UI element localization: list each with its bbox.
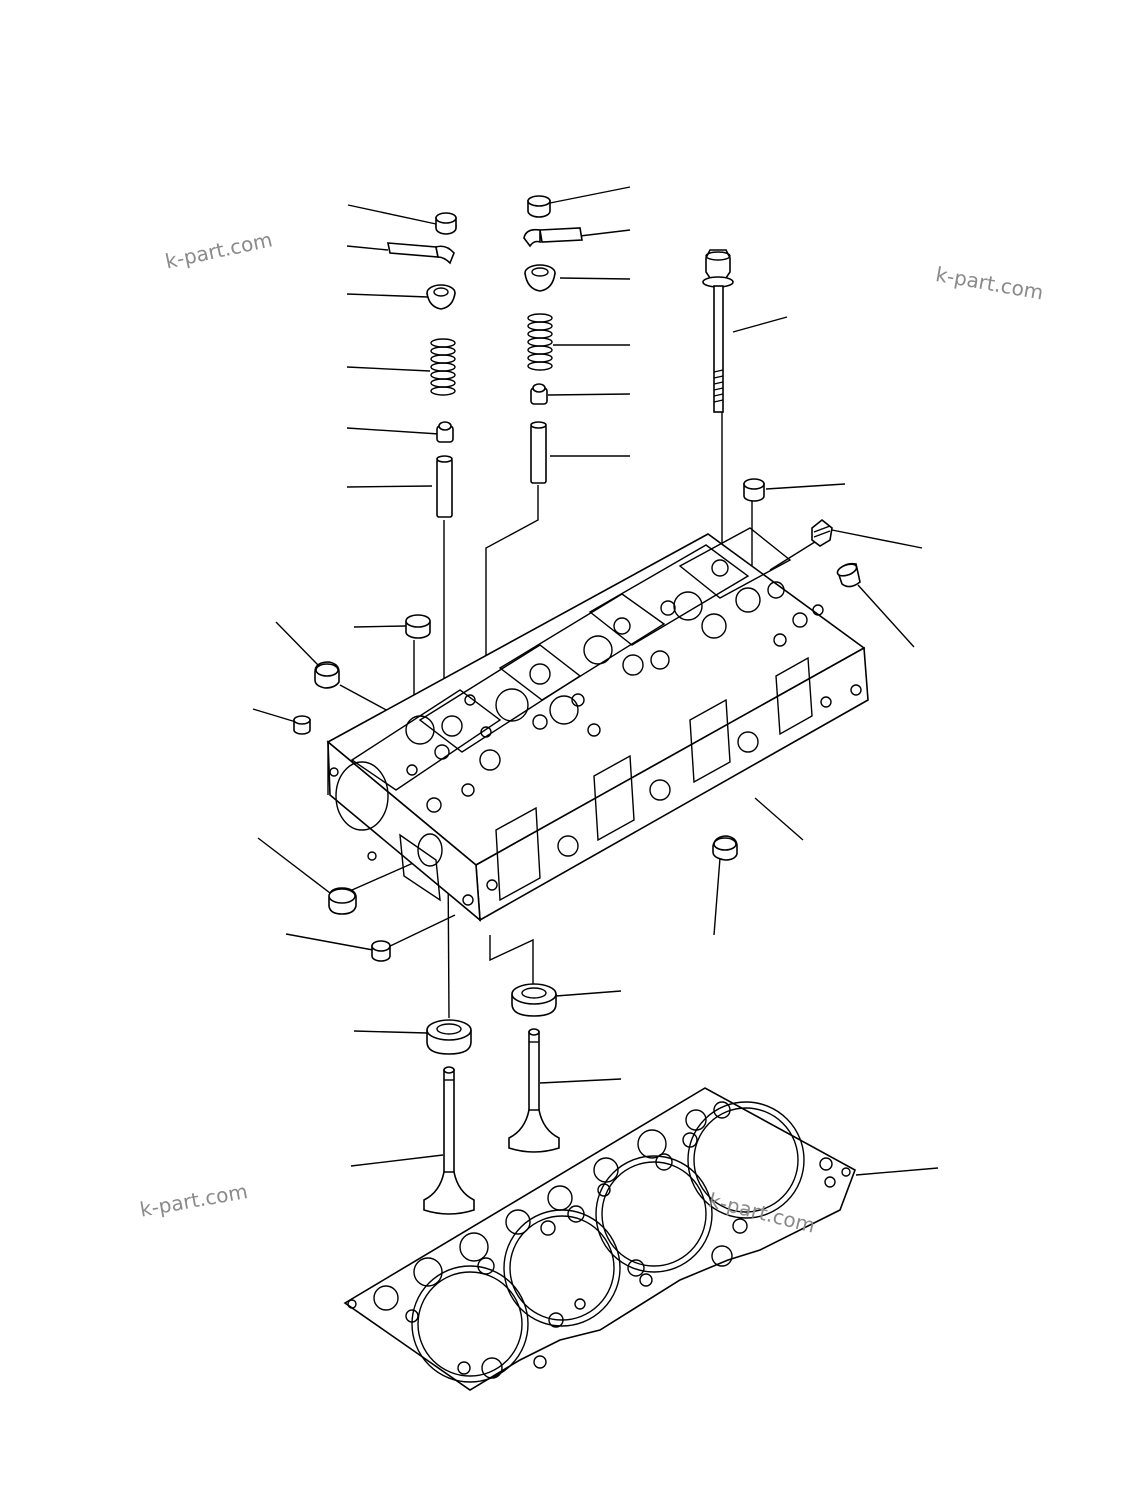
seat-insert-left bbox=[426, 1019, 472, 1055]
valve-right bbox=[508, 1028, 560, 1153]
valve-spring-left bbox=[430, 338, 456, 396]
valve-left bbox=[423, 1066, 475, 1215]
threaded-plug bbox=[811, 518, 833, 547]
stem-seal-right bbox=[530, 383, 548, 405]
valve-cap-right bbox=[527, 195, 551, 218]
left-valve-train bbox=[387, 212, 457, 518]
plug-lower-left bbox=[328, 887, 357, 915]
plug-upper-left bbox=[405, 614, 431, 639]
head-bolt bbox=[702, 249, 734, 413]
plug-top-right bbox=[743, 478, 765, 502]
spring-retainer-right bbox=[524, 264, 556, 292]
plug-bottom-left bbox=[371, 940, 391, 962]
head-gasket bbox=[343, 1087, 856, 1391]
cylinder-head bbox=[326, 527, 869, 922]
plug-lower-right bbox=[712, 835, 738, 861]
valve-collet-left bbox=[387, 242, 455, 265]
valve-cap-left bbox=[435, 212, 457, 235]
right-valve-train bbox=[523, 195, 583, 484]
plug-small-left bbox=[293, 715, 311, 735]
valve-collet-right bbox=[523, 227, 583, 248]
lower-valve-parts bbox=[423, 983, 560, 1215]
spring-retainer-left bbox=[426, 284, 456, 310]
stem-seal-left bbox=[436, 421, 454, 443]
seat-insert-right bbox=[511, 983, 557, 1017]
valve-spring-right bbox=[527, 313, 553, 371]
plug-left bbox=[314, 661, 340, 689]
valve-guide-right bbox=[530, 421, 547, 484]
valve-guide-left bbox=[436, 455, 453, 518]
plug-far-right bbox=[836, 562, 861, 588]
plugs bbox=[293, 478, 861, 962]
